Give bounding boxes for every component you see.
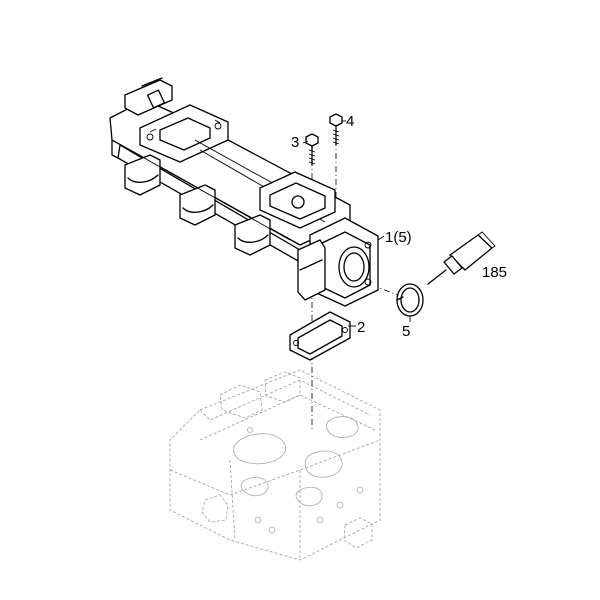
stud-right [329,113,343,146]
sealant-tube [427,231,496,285]
callout-manifold: 1(5) [385,229,412,246]
cylinder-head-outline [169,369,381,561]
callout-stud-right: 4 [346,113,354,130]
exhaust-manifold [109,77,379,307]
callout-gasket: 2 [357,319,365,336]
callout-stud-left: 3 [291,134,299,151]
gasket [289,311,351,361]
leader-lines [302,120,411,327]
stud-left [305,133,319,166]
callout-sealant: 185 [482,264,507,281]
seal-ring [396,283,424,317]
callout-seal-ring: 5 [402,323,410,340]
